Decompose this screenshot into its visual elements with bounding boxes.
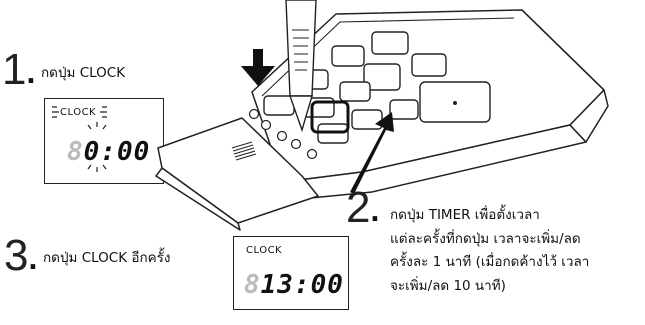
step-2-line-1: กดปุ่ม TIMER เพื่อตั้งเวลา [390, 207, 540, 223]
step-1-dot: . [26, 60, 36, 90]
step-1-faint-digit: 8 [67, 137, 84, 167]
step-1-text: กดปุ่ม CLOCK [41, 65, 126, 81]
step-2-line-3: ครั้งละ 1 นาที (เมื่อกดค้างไว้ เวลา [390, 254, 590, 271]
step-1-clock-label: CLOCK [60, 107, 97, 118]
step-3-clock-label: CLOCK [246, 245, 283, 256]
step-1-number: 1 [2, 45, 27, 94]
step-2-line-2: แต่ละครั้งที่กดปุ่ม เวลาจะเพิ่ม/ลด [390, 230, 581, 247]
step-2-number: 2 [346, 183, 371, 232]
step-1-time-value: 0:00 [83, 137, 151, 167]
step-3-time-digits: 813:00 [244, 272, 344, 298]
blink-marks-icon [52, 106, 107, 172]
step-3-faint-digit: 8 [244, 270, 261, 300]
step-1-time-digits: 80:00 [67, 139, 150, 165]
step-3-lcd-display: CLOCK 813:00 [233, 236, 349, 310]
step-3-dot: . [28, 246, 38, 276]
step-2-text: กดปุ่ม TIMER เพื่อตั้งเวลา แต่ละครั้งที่… [390, 204, 589, 299]
step-3-text: กดปุ่ม CLOCK อีกครั้ง [43, 250, 171, 266]
step-1-lcd-display: CLOCK 80:00 [44, 98, 164, 184]
step-3-time-value: 13:00 [260, 270, 344, 300]
step-2-dot: . [370, 198, 380, 228]
step-2-line-4: จะเพิ่ม/ลด 10 นาที) [390, 277, 506, 294]
remote-control-illustration [155, 0, 609, 231]
step-3-number: 3 [4, 231, 29, 280]
